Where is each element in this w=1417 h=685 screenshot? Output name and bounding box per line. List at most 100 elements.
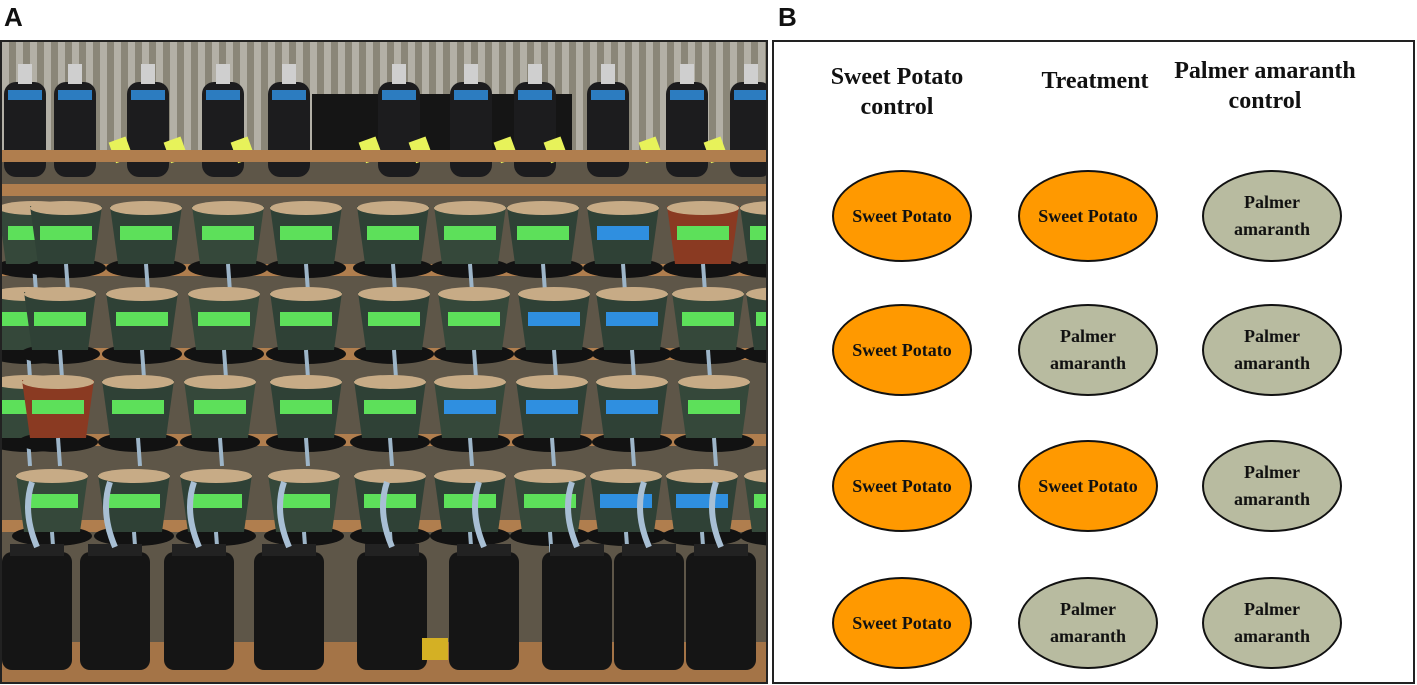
pot-soil	[110, 201, 182, 215]
node-label: Sweet Potato	[1038, 475, 1138, 496]
node-label: Sweet Potato	[1038, 205, 1138, 226]
bottle-band	[382, 90, 416, 100]
pot-soil	[106, 287, 178, 301]
pot-soil	[192, 201, 264, 215]
pot-tape-label	[367, 226, 419, 240]
pot-tape-label	[112, 400, 164, 414]
irrigation-tube	[468, 437, 474, 467]
greenhouse-photo-illustration	[2, 42, 766, 682]
pot-tape-label	[364, 400, 416, 414]
pot-tape-label	[364, 494, 416, 508]
pot-soil	[590, 469, 662, 483]
palmer-amaranth-node-r3c3: Palmer amaranth	[1202, 440, 1342, 532]
reservoir-jug	[254, 552, 324, 670]
reservoir-jug	[686, 552, 756, 670]
pot-soil	[514, 469, 586, 483]
pot-soil	[22, 375, 94, 389]
pot-tape-label	[120, 226, 172, 240]
wick-strip	[565, 481, 580, 549]
greenhouse-photo	[0, 40, 768, 684]
column-header-treatment: Treatment	[1041, 68, 1149, 94]
bottle-cap	[744, 64, 758, 84]
irrigation-tube	[392, 349, 398, 379]
pot-tape-label	[444, 226, 496, 240]
bottle-cap	[141, 64, 155, 84]
jug-lid	[88, 544, 142, 556]
jug-lid	[262, 544, 316, 556]
jug-lid	[365, 544, 419, 556]
irrigation-tube	[136, 437, 142, 467]
pot-tape-label	[682, 312, 734, 326]
pot-soil	[744, 469, 766, 483]
node-label: Sweet Potato	[852, 339, 952, 360]
pot-soil	[438, 287, 510, 301]
pot-tape-label	[524, 494, 576, 508]
irrigation-tube	[58, 349, 64, 379]
bottle-band	[454, 90, 488, 100]
pot-soil	[518, 287, 590, 301]
irrigation-tube	[712, 437, 718, 467]
node-label: Palmer amaranth	[1234, 326, 1310, 373]
pot-tape-label	[528, 312, 580, 326]
panel-label-a: A	[4, 2, 23, 32]
irrigation-tube	[218, 437, 224, 467]
palmer-amaranth-node-r4c2: Palmer amaranth	[1018, 577, 1158, 669]
sweet-potato-node-r3c1: Sweet Potato	[832, 440, 972, 532]
pot-tape-label	[280, 226, 332, 240]
sweet-potato-node-r1c2: Sweet Potato	[1018, 170, 1158, 262]
irrigation-tube	[304, 437, 310, 467]
meter-box	[422, 638, 448, 660]
wall-stripe	[646, 42, 653, 162]
bottle-band	[591, 90, 625, 100]
pot-soil	[667, 201, 739, 215]
reservoir-jug	[2, 552, 72, 670]
pot-tape-label	[448, 312, 500, 326]
irrigation-tube	[140, 349, 146, 379]
bottle-cap	[601, 64, 615, 84]
pot-soil	[354, 469, 426, 483]
pot-soil	[746, 287, 766, 301]
pot-tape-label	[280, 312, 332, 326]
bottle-band	[518, 90, 552, 100]
bottle-band	[131, 90, 165, 100]
jug-lid	[694, 544, 748, 556]
wick-strip	[187, 481, 202, 549]
palmer-amaranth-node-r2c2: Palmer amaranth	[1018, 304, 1158, 396]
pot-soil	[587, 201, 659, 215]
bottle-band	[272, 90, 306, 100]
pot-tape-label	[198, 312, 250, 326]
pot-tape-label	[517, 226, 569, 240]
node-label: Palmer amaranth	[1234, 192, 1310, 239]
pot-tape-label	[202, 226, 254, 240]
irrigation-tube	[222, 349, 228, 379]
wall-stripe	[44, 42, 51, 162]
jug-lid	[172, 544, 226, 556]
reservoir-jug	[614, 552, 684, 670]
sweet-potato-node-r3c2: Sweet Potato	[1018, 440, 1158, 532]
pot-tape-label	[32, 400, 84, 414]
palmer-amaranth-node-r1c3: Palmer amaranth	[1202, 170, 1342, 262]
pot-soil	[434, 375, 506, 389]
pot-tape-label	[688, 400, 740, 414]
irrigation-tube	[56, 437, 62, 467]
pot-tape-label	[597, 226, 649, 240]
bottle-cap	[464, 64, 478, 84]
pot-tape-label	[750, 226, 766, 240]
pot-tape-label	[677, 226, 729, 240]
wick-strip	[637, 481, 652, 549]
pot-soil	[180, 469, 252, 483]
bottle-band	[734, 90, 766, 100]
jug-lid	[550, 544, 604, 556]
wick-strip	[709, 481, 724, 549]
pot-tape-label	[526, 400, 578, 414]
pot-tape-label	[606, 312, 658, 326]
node-label: Sweet Potato	[852, 612, 952, 633]
column-header-palmer-amaranth-control: Palmer amaranth control	[1174, 58, 1356, 114]
bottle-cap	[282, 64, 296, 84]
wall-stripe	[576, 42, 583, 162]
palmer-amaranth-node-r2c3: Palmer amaranth	[1202, 304, 1342, 396]
reservoir-jug	[449, 552, 519, 670]
bottle-cap	[528, 64, 542, 84]
pot-soil	[184, 375, 256, 389]
pot-soil	[270, 287, 342, 301]
